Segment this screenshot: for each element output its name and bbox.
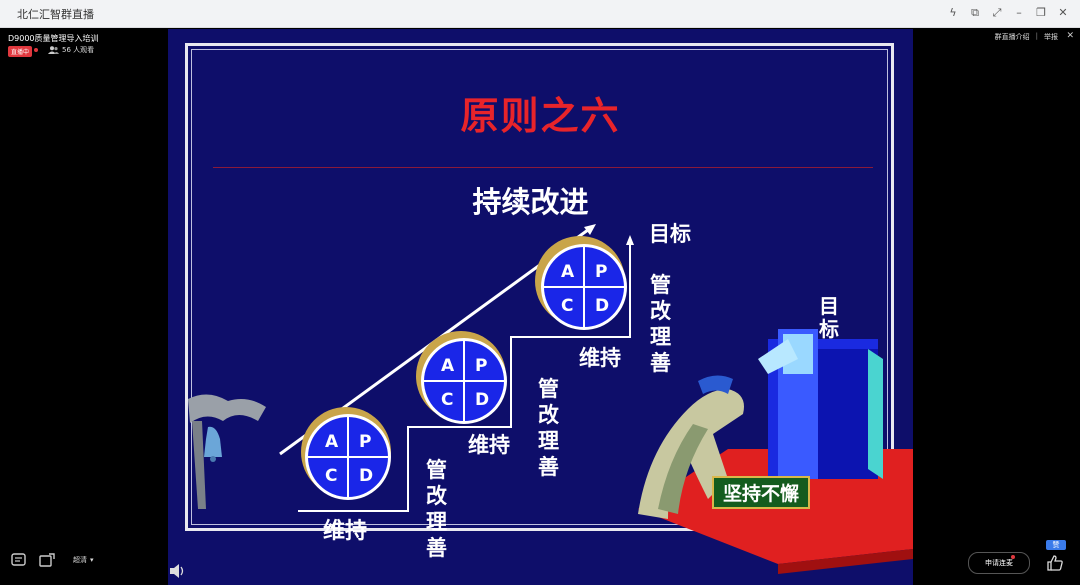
improve2-char: 善	[650, 351, 675, 375]
pdca-c: C	[441, 390, 453, 410]
staircase-line	[298, 242, 631, 512]
pdca-wheel-3: A P C D	[535, 236, 627, 330]
viewers-icon	[48, 46, 59, 54]
manage-char: 管	[426, 458, 451, 482]
pdca-wheel-1: A P C D	[301, 407, 391, 500]
share-icon[interactable]	[39, 552, 57, 568]
pdca-p: P	[359, 432, 371, 452]
restore-icon[interactable]: ❐	[1036, 6, 1046, 19]
group-intro-link[interactable]: 群直播介绍	[994, 33, 1030, 41]
playback-controls: 超清 ▾	[11, 552, 100, 568]
panel-close-icon[interactable]: ✕	[1066, 31, 1074, 41]
viewer-count: 56 人观看	[48, 45, 94, 55]
pdca-d: D	[475, 390, 489, 410]
course-title: D9000质量管理导入培训	[8, 34, 99, 43]
goal-label: 目标	[649, 222, 691, 246]
close-icon[interactable]: ✕	[1058, 6, 1068, 19]
manage-char: 管	[538, 377, 563, 401]
report-link[interactable]: 举报	[1044, 33, 1058, 41]
pdca-d: D	[359, 466, 373, 486]
chat-list-icon[interactable]	[11, 552, 29, 568]
manage2-char: 理	[538, 429, 563, 453]
improve-char: 改	[426, 484, 451, 508]
live-status-badge: 直播中	[8, 46, 33, 57]
pdca-p: P	[475, 356, 487, 376]
pdca-c: C	[325, 466, 337, 486]
improve-char: 改	[650, 299, 675, 323]
pip-icon[interactable]: ⧉	[971, 6, 979, 19]
slide-subheading: 持续改进	[472, 185, 589, 219]
viewer-count-text: 56 人观看	[62, 46, 95, 54]
like-badge: 赞	[1046, 540, 1066, 550]
slide-heading: 原则之六	[460, 93, 621, 138]
goal-vertical-label: 目标	[819, 294, 839, 341]
window-controls: ϟ ⧉ ⤢ – ❐ ✕	[944, 5, 1072, 21]
quality-label: 超清	[73, 556, 87, 564]
slide-inner-frame	[191, 49, 888, 525]
maintain-label-2: 维持	[468, 433, 510, 457]
pdca-a: A	[441, 356, 455, 376]
speaker-icon[interactable]	[168, 562, 184, 580]
pdca-c: C	[561, 296, 573, 316]
staircase-arrowhead	[626, 235, 634, 245]
manage-improve-label-3: 管 改 理 善	[650, 272, 710, 376]
perseverance-label: 坚持不懈	[712, 476, 811, 509]
header-links: 群直播介绍 | 举报 ✕	[994, 31, 1074, 42]
link-separator: |	[1035, 32, 1038, 40]
pdca-a: A	[561, 262, 575, 282]
maintain-label-1: 维持	[323, 519, 368, 544]
quality-selector[interactable]: 超清 ▾	[67, 553, 100, 567]
improve-char: 改	[538, 403, 563, 427]
pdca-p: P	[595, 262, 607, 282]
heading-divider	[213, 167, 873, 168]
trend-arrowhead	[584, 224, 596, 235]
bell-tree-illustration	[188, 394, 266, 509]
presentation-slide: 原则之六 持续改进 A P C D A P C	[168, 29, 913, 585]
slide-frame	[185, 43, 894, 531]
minimize-icon[interactable]: –	[1016, 6, 1022, 19]
app-title: 北仁汇智群直播	[17, 8, 94, 21]
title-bar: 北仁汇智群直播 ϟ ⧉ ⤢ – ❐ ✕	[0, 0, 1080, 28]
manage-char: 管	[650, 273, 675, 297]
manage-improve-label-1: 管 改 理 善	[426, 457, 486, 561]
improve2-char: 善	[426, 536, 451, 560]
live-dot	[34, 48, 38, 52]
apply-notification-dot	[1011, 555, 1015, 559]
maintain-label-3: 维持	[579, 346, 621, 370]
manage-improve-label-2: 管 改 理 善	[538, 376, 598, 480]
expand-icon[interactable]: ⤢	[992, 6, 1002, 19]
pdca-a: A	[325, 432, 339, 452]
chevron-down-icon: ▾	[90, 556, 94, 564]
improve2-char: 善	[538, 455, 563, 479]
pdca-d: D	[595, 296, 609, 316]
manage2-char: 理	[650, 325, 675, 349]
pdca-wheel-2: A P C D	[416, 331, 507, 424]
lightning-icon[interactable]: ϟ	[949, 6, 957, 19]
thumbs-up-icon[interactable]	[1046, 554, 1064, 572]
apply-mic-button[interactable]: 申请连麦	[968, 552, 1030, 574]
manage2-char: 理	[426, 510, 451, 534]
